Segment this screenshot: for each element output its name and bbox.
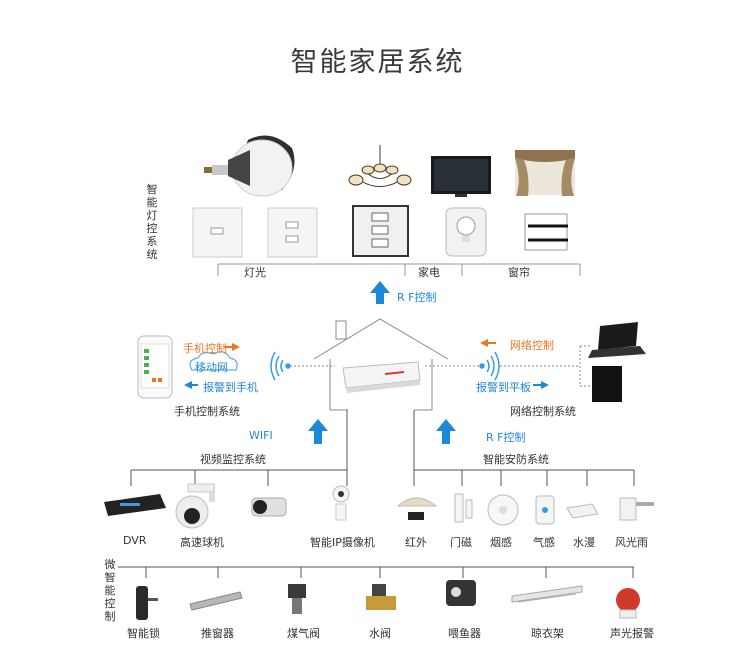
alarm-to-phone-label: 报警到手机 [203, 381, 258, 394]
rf-bottom-label: R F控制 [486, 431, 526, 444]
device-label-smoke: 烟感 [490, 536, 512, 549]
rf-up-arrow [370, 281, 390, 304]
window-pusher-icon [189, 591, 243, 611]
laptop-icon [588, 322, 646, 358]
switch-2-icon [267, 207, 318, 258]
gateway-icon [342, 361, 421, 393]
tv-icon [431, 156, 491, 197]
blue-left-arrow [184, 381, 192, 389]
rf-control-label: R F控制 [397, 291, 437, 304]
smoke-sensor-icon [487, 494, 519, 526]
switch-1-icon [192, 207, 243, 258]
fish-feeder-icon [446, 580, 476, 606]
device-label-water-valve: 水阀 [369, 627, 391, 640]
orange-right-arrow [232, 343, 240, 351]
device-label-alarm: 声光报警 [610, 627, 654, 640]
alarm-to-tablet-label: 报警到平板 [476, 381, 531, 394]
water-valve-icon [366, 584, 396, 610]
infrared-sensor-icon [396, 497, 438, 520]
water-sensor-icon [566, 503, 599, 519]
socket-icon [445, 207, 487, 257]
device-label-lock: 智能锁 [127, 627, 160, 640]
video-system-label: 视频监控系统 [200, 453, 266, 466]
house-outline [313, 318, 449, 411]
group-label-light: 灯光 [244, 266, 266, 279]
rf-bottom-up-arrow [436, 419, 456, 444]
network-control-label: 网络控制 [510, 339, 554, 352]
wifi-label: WIFI [249, 429, 273, 442]
curtain-icon [515, 150, 575, 196]
phone-icon [137, 335, 173, 399]
group-label-curtain: 窗帘 [508, 266, 530, 279]
switch-3-icon [352, 205, 409, 257]
tablet-icon [592, 366, 622, 402]
page-title: 智能家居系统 [290, 47, 465, 78]
mobile-system-label: 手机控制系统 [174, 405, 240, 418]
device-label-gas-valve: 煤气阀 [287, 627, 320, 640]
chandelier-icon [348, 145, 412, 187]
lighting-vertical-label: 智能灯控系统 [146, 183, 158, 261]
bullet-camera-icon [251, 497, 287, 517]
door-sensor-icon [454, 493, 473, 523]
gas-valve-icon [288, 584, 306, 614]
smart-lock-icon [136, 586, 158, 620]
device-label-fish-feeder: 喂鱼器 [448, 627, 481, 640]
gas-sensor-icon [535, 495, 555, 525]
wind-rain-sensor-icon [619, 497, 654, 521]
clothes-rack-icon [511, 585, 583, 603]
group-label-appliance: 家电 [418, 266, 440, 279]
device-label-dvr: DVR [123, 534, 147, 547]
wifi-left-icon [270, 351, 291, 381]
dvr-icon [104, 494, 166, 516]
speed-dome-icon [175, 483, 215, 529]
device-label-water: 水漫 [573, 536, 595, 549]
wifi-up-arrow [308, 419, 328, 444]
curtain-motor-icon [524, 213, 568, 251]
phone-control-label: 手机控制 [183, 342, 227, 355]
device-label-door: 门磁 [450, 536, 472, 549]
device-label-clothes-rack: 晾衣架 [531, 627, 564, 640]
network-system-label: 网络控制系统 [510, 405, 576, 418]
bulb-icon [204, 135, 295, 197]
wifi-right-icon [479, 351, 500, 381]
sound-light-alarm-icon [616, 588, 640, 619]
device-label-speed-dome: 高速球机 [180, 536, 224, 549]
ip-camera-icon [332, 485, 350, 521]
device-label-wind-rain: 风光雨 [615, 536, 648, 549]
device-label-ip-camera: 智能IP摄像机 [310, 536, 375, 549]
orange-left-arrow [480, 339, 488, 347]
security-system-label: 智能安防系统 [483, 453, 549, 466]
cloud-icon [189, 351, 238, 371]
device-label-infrared: 红外 [405, 536, 427, 549]
device-label-pusher: 推窗器 [201, 627, 234, 640]
device-label-gas: 气感 [533, 536, 555, 549]
micro-vertical-label: 微智能控制 [104, 558, 116, 623]
mobile-network-label: 移动网 [195, 361, 228, 374]
blue-right-arrow [541, 381, 549, 389]
